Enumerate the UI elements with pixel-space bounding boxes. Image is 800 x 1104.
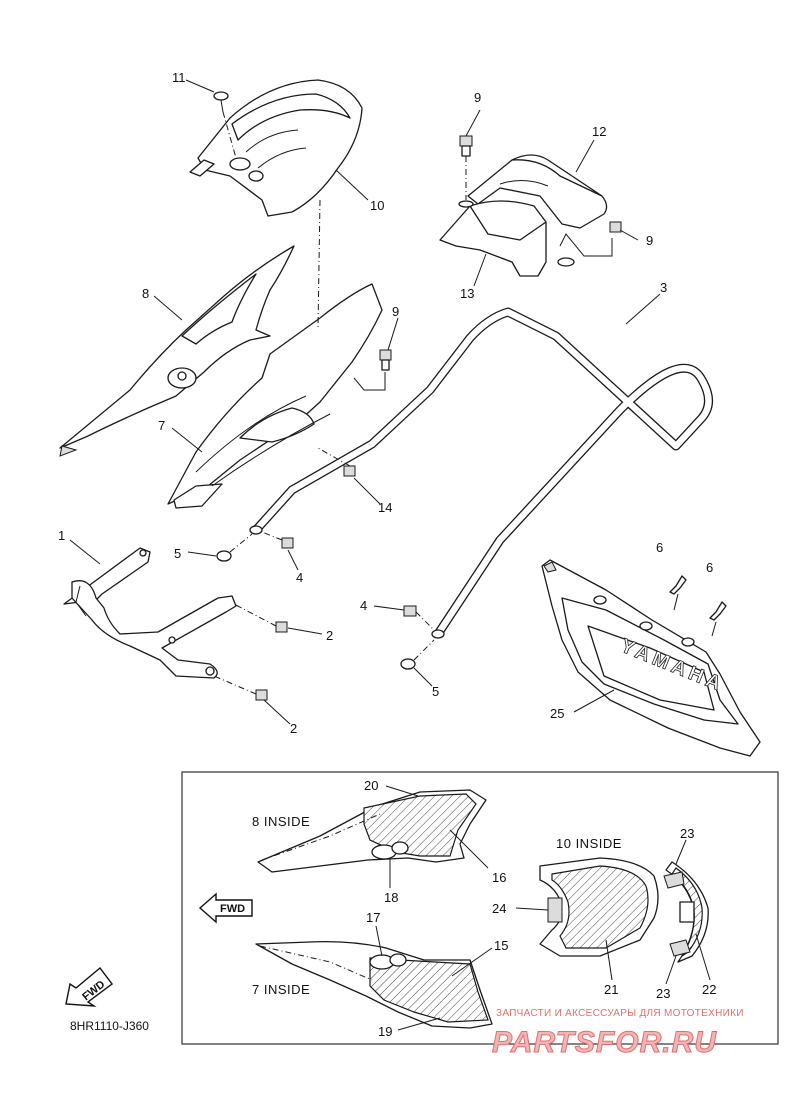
callout-numbers: 11 10 12 9 9 13 3 8 9 7 14 1 5 4 2 2 4 5… <box>58 70 713 736</box>
callout-12: 12 <box>592 124 606 139</box>
inset-labels: 8 INSIDE 7 INSIDE 10 INSIDE 20 16 18 17 … <box>252 778 716 1039</box>
callout-9-side: 9 <box>392 304 399 319</box>
watermark: ЗАПЧАСТИ И АКСЕССУАРЫ ДЛЯ МОТОТЕХНИКИ PA… <box>492 1008 744 1060</box>
label-8-inside: 8 INSIDE <box>252 814 310 829</box>
callout-2-upper: 2 <box>326 628 333 643</box>
callout-9-top: 9 <box>474 90 481 105</box>
callout-19: 19 <box>378 1024 392 1039</box>
callout-18: 18 <box>384 890 398 905</box>
watermark-brand: PARTSFOR.RU <box>492 1026 717 1059</box>
fwd-arrow-inset: FWD <box>198 892 253 924</box>
part-2-bolt-a <box>233 603 288 633</box>
inset-leaders <box>375 785 711 1031</box>
part-7-side-cover <box>167 283 383 509</box>
part-4-bolt-a <box>261 531 294 549</box>
part-13-under-cover <box>439 200 575 277</box>
label-10-inside: 10 INSIDE <box>556 836 622 851</box>
callout-20: 20 <box>364 778 378 793</box>
callout-23-top: 23 <box>680 826 694 841</box>
callout-7: 7 <box>158 418 165 433</box>
detail-10-inside <box>539 857 659 957</box>
callout-17: 17 <box>366 910 380 925</box>
detail-22-23-parts <box>663 861 709 963</box>
callout-5-right: 5 <box>432 684 439 699</box>
callout-4-right: 4 <box>360 598 367 613</box>
callout-4-left: 4 <box>296 570 303 585</box>
callout-6-right: 6 <box>706 560 713 575</box>
callout-3: 3 <box>660 280 667 295</box>
part-14-screw <box>317 447 356 477</box>
callout-14: 14 <box>378 500 392 515</box>
leader-10-to-7 <box>317 199 321 329</box>
part-8-side-cover <box>59 245 295 457</box>
part-25-rear-panel: YAMAHA <box>541 559 761 757</box>
callout-23-bottom: 23 <box>656 986 670 1001</box>
callout-9-right: 9 <box>646 233 653 248</box>
detail-8-inside <box>257 789 487 873</box>
label-7-inside: 7 INSIDE <box>252 982 310 997</box>
callout-2-lower: 2 <box>290 721 297 736</box>
fwd-inset-label: FWD <box>220 903 245 915</box>
part-6-rivet-a <box>669 575 687 611</box>
part-5-cap-b <box>400 639 435 670</box>
part-9-screw-side <box>353 349 392 391</box>
part-6-rivet-b <box>709 601 727 637</box>
part-9-screw-right <box>559 221 622 257</box>
part-1-rear-bracket <box>63 547 237 679</box>
callout-5-left: 5 <box>174 546 181 561</box>
part-3-rail-bar <box>249 307 713 639</box>
callout-leaders <box>69 79 661 725</box>
callout-22: 22 <box>702 982 716 997</box>
callout-1: 1 <box>58 528 65 543</box>
part-4-bolt-b <box>403 605 435 631</box>
callout-8: 8 <box>142 286 149 301</box>
callout-16: 16 <box>492 870 506 885</box>
callout-24: 24 <box>492 901 506 916</box>
watermark-tagline: ЗАПЧАСТИ И АКСЕССУАРЫ ДЛЯ МОТОТЕХНИКИ <box>496 1008 744 1019</box>
callout-21: 21 <box>604 982 618 997</box>
callout-6-left: 6 <box>656 540 663 555</box>
detail-7-inside <box>255 940 493 1029</box>
part-11-screw <box>213 91 237 159</box>
part-2-bolt-b <box>213 675 268 701</box>
part-5-cap-a <box>216 533 253 562</box>
diagram-code: 8HR1110-J360 <box>70 1019 149 1033</box>
callout-15: 15 <box>494 938 508 953</box>
callout-11: 11 <box>172 70 186 85</box>
part-10-seat-cowl <box>189 79 363 217</box>
callout-10: 10 <box>370 198 384 213</box>
part-12-rear-cover <box>467 154 608 229</box>
callout-13: 13 <box>460 286 474 301</box>
fwd-arrow-corner: FWD <box>65 966 113 1007</box>
inset-frame <box>181 771 779 1045</box>
callout-25: 25 <box>550 706 564 721</box>
